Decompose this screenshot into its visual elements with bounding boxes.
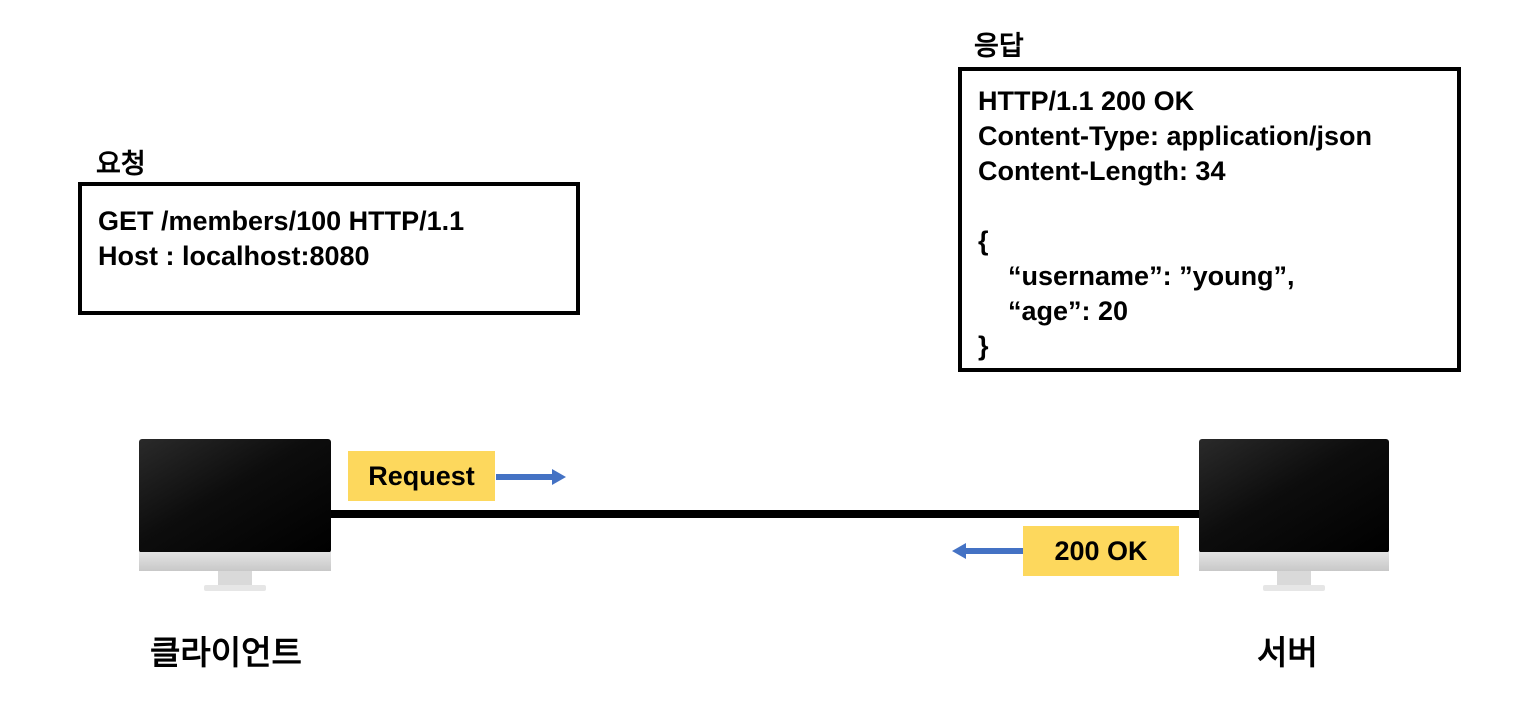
server-monitor-icon <box>1199 439 1389 591</box>
client-label: 클라이언트 <box>150 633 302 672</box>
network-line <box>330 510 1202 518</box>
request-line-1: GET /members/100 HTTP/1.1 <box>98 206 465 236</box>
response-body-age: “age”: 20 <box>978 296 1129 326</box>
client-monitor-icon <box>139 439 331 591</box>
response-header-content-length: Content-Length: 34 <box>978 156 1226 186</box>
response-body-close: } <box>978 331 989 361</box>
response-body-username: “username”: ”young”, <box>978 261 1295 291</box>
response-status-line: HTTP/1.1 200 OK <box>978 86 1195 116</box>
response-message-box: HTTP/1.1 200 OK Content-Type: applicatio… <box>958 67 1461 372</box>
request-message-box: GET /members/100 HTTP/1.1 Host : localho… <box>78 182 580 315</box>
server-label: 서버 <box>1257 633 1318 672</box>
request-tag: Request <box>348 451 495 501</box>
response-blank-line <box>978 189 1457 224</box>
request-title: 요청 <box>96 149 146 180</box>
response-tag: 200 OK <box>1023 526 1179 576</box>
request-arrow-icon <box>496 469 566 485</box>
response-title: 응답 <box>974 31 1024 62</box>
request-line-2: Host : localhost:8080 <box>98 241 370 271</box>
response-header-content-type: Content-Type: application/json <box>978 121 1372 151</box>
response-body-open: { <box>978 226 989 256</box>
response-arrow-icon <box>952 543 1024 559</box>
